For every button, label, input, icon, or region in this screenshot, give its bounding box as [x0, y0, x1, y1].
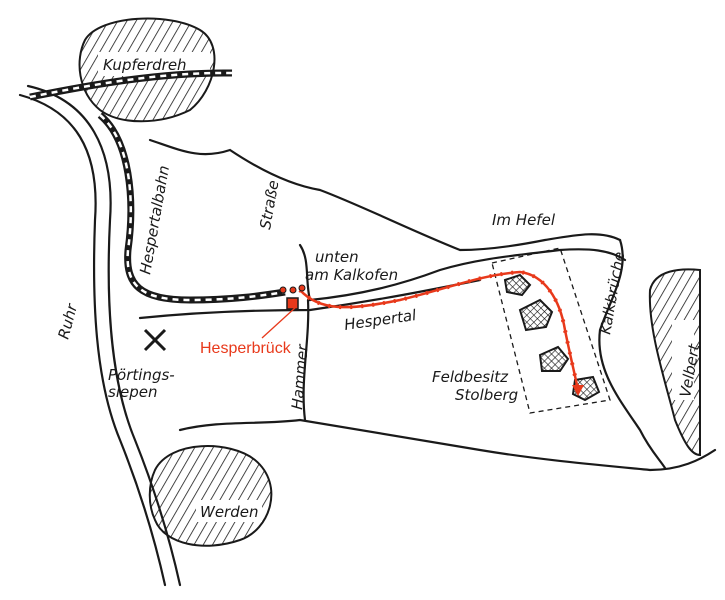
label-poertings: Pörtings- — [108, 366, 175, 384]
hammer-road — [302, 298, 310, 422]
mine-hammers-icon — [143, 328, 167, 352]
label-am-kalkofen: am Kalkofen — [305, 266, 398, 284]
label-kalkbrueche: Kalkbrüche — [596, 250, 628, 335]
hesperbrueck-pointer — [261, 306, 297, 339]
label-hesperbrueck: Hesperbrück — [200, 340, 292, 357]
valley-north — [298, 243, 627, 302]
label-strasse: Straße — [256, 179, 282, 231]
label-stolberg: Stolberg — [455, 386, 518, 404]
feldbesitz-boundary — [491, 247, 611, 414]
label-hespertalbahn: Hespertalbahn — [136, 164, 173, 276]
quarry-pits — [503, 273, 601, 402]
label-unten: unten — [315, 248, 359, 266]
ruhr-river-bank — [26, 84, 182, 587]
label-ruhr: Ruhr — [54, 301, 81, 341]
werden-label-bg — [196, 500, 262, 522]
label-hammer: Hammer — [288, 343, 312, 410]
label-werden: Werden — [200, 503, 258, 521]
buildings — [279, 284, 306, 294]
right-edge — [598, 238, 667, 470]
valley-south — [138, 278, 482, 320]
boundary-north — [148, 138, 622, 252]
werden-area — [148, 445, 273, 547]
label-hespertal: Hespertal — [343, 306, 418, 334]
hespertalbahn-railway — [97, 112, 286, 304]
label-im-hefel: Im Hefel — [492, 211, 556, 229]
hesperbrueck-station — [286, 297, 299, 310]
label-siepen: siepen — [108, 383, 157, 401]
label-kupferdreh: Kupferdreh — [103, 56, 187, 74]
velbert-label-bg — [672, 320, 694, 400]
label-feldbesitz: Feldbesitz — [432, 368, 509, 386]
boundary-south — [178, 418, 717, 472]
ruhr-river — [18, 93, 167, 587]
